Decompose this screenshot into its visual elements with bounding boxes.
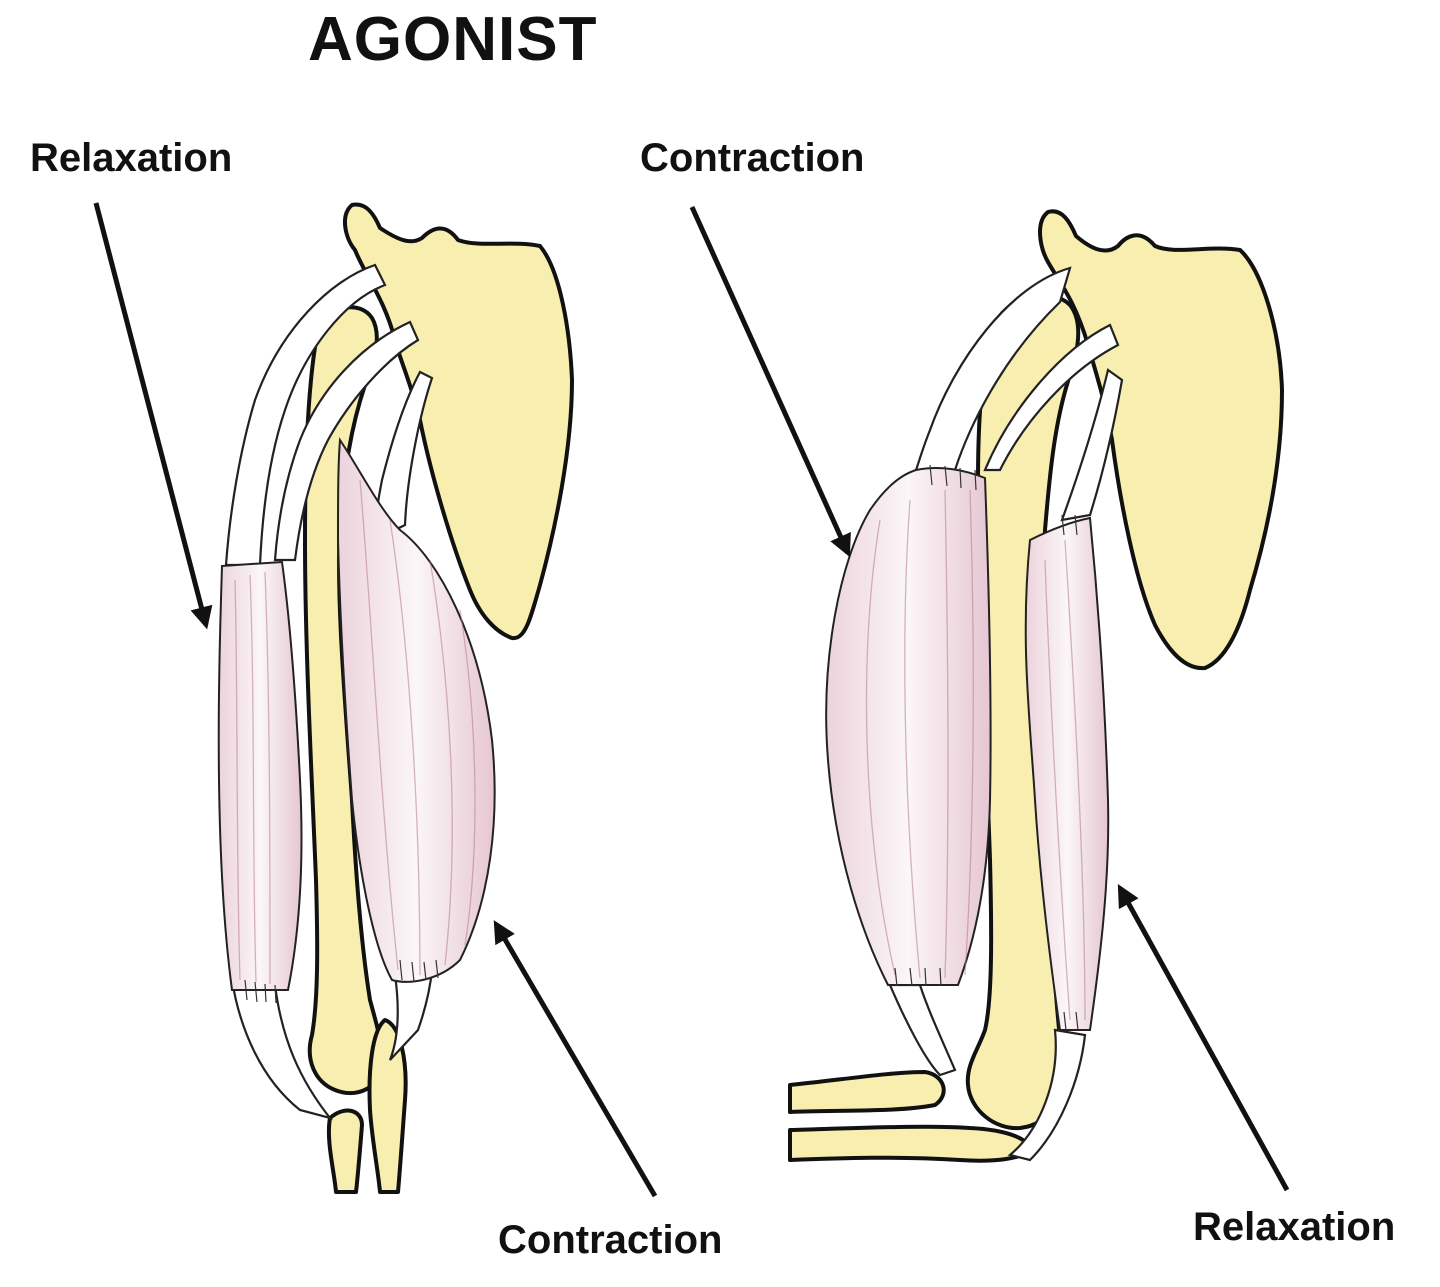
left-forearm (367, 1018, 408, 1194)
right-arm-relaxation-label: Relaxation (1193, 1205, 1396, 1249)
left-arm-relaxation-label: Relaxation (30, 136, 233, 180)
right-contraction-arrow (689, 205, 851, 558)
right-forearm (788, 1070, 946, 1114)
left-arm-extended (93, 202, 658, 1198)
left-ulna (326, 1108, 364, 1194)
left-triceps-relaxed (217, 560, 303, 991)
diagram-title: AGONIST (308, 5, 598, 74)
left-arm-contraction-label: Contraction (498, 1218, 723, 1262)
right-triceps-relaxed (1024, 516, 1110, 1031)
right-radius (788, 1124, 1032, 1163)
left-contraction-arrow (493, 920, 658, 1198)
right-arm-flexed (689, 205, 1290, 1192)
right-arm-contraction-label: Contraction (640, 136, 865, 180)
right-biceps-contracted (825, 467, 992, 986)
left-relaxation-arrow (93, 202, 213, 630)
left-biceps-contracted (336, 437, 496, 983)
right-relaxation-arrow (1117, 884, 1290, 1192)
